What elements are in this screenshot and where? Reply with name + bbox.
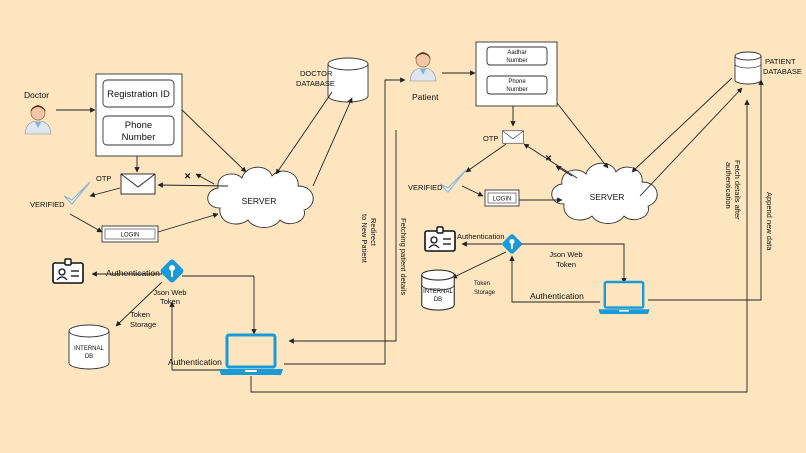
right-token-storage-line1: Token [474,281,490,287]
right-verified-check-icon [439,169,467,193]
right-token-storage-line2: Storage [474,290,496,296]
left-reject-x-icon: ✕ [184,171,191,181]
server-to-doctor-db-arrow [275,91,333,175]
doctor-phone-label-line2: Number [122,132,156,143]
patient-database-line1: PATIENT [765,57,796,66]
middle-connectors: Redirect to New Patient Fetching patient… [250,77,750,393]
patient-label: Patient [412,92,439,102]
append-data-label: Append new data [765,192,774,251]
otp-mail-icon [120,173,156,195]
redirect-to-patient-arrow [284,77,406,365]
doctor-database-label-line1: DOCTOR [300,69,333,78]
right-laptop-icon [597,280,651,316]
server-to-otp-arrow [157,182,229,188]
right-auth-top-label: Authentication [457,232,505,241]
right-verified-label: VERIFIED [408,183,443,192]
patient-form-to-server-arrow [556,102,609,169]
left-otp-label: OTP [96,174,111,183]
right-auth-card-icon [424,226,456,252]
left-jwt-label-line2: Token [160,297,180,306]
server-to-patient-otp-arrow [523,143,578,179]
server-reject-arrow [195,173,215,185]
right-jwt-line2: Token [556,260,576,269]
patient-section: Patient Aadhar Number Phone Number PATIE… [408,41,802,316]
aadhar-label-line2: Number [506,58,527,64]
right-server-label: SERVER [590,192,625,202]
left-key-icon [159,258,185,284]
server-to-patient-db-arrow [639,87,743,197]
right-server-reject-arrow [555,165,573,177]
patient-db-to-server-arrow [631,77,733,173]
left-token-storage-line1: Token [130,310,150,319]
patient-otp-to-verified-arrow [465,143,507,173]
right-key-to-storage-arrow [451,251,507,279]
registration-id-field [102,79,175,108]
patient-database-icon [734,51,762,85]
left-jwt-label-line1: Json Web [153,288,186,297]
left-auth-bottom-label: Authentication [168,357,222,367]
form-to-server-arrow [181,109,247,173]
doctor-section: Doctor Registration ID Phone Number DOCT… [24,57,369,377]
right-internal-db-line2: DB [434,297,442,303]
right-key-to-laptop-arrow [521,243,627,284]
right-reject-x-icon: ✕ [545,153,552,163]
left-key-to-storage-arrow [115,281,163,327]
left-internal-db-line2: DB [85,354,93,360]
registration-id-label: Registration ID [107,89,170,100]
left-verified-check-icon [63,181,91,205]
verified-to-login-arrow [69,213,103,233]
otp-to-verified-arrow [89,187,121,198]
left-login-label: LOGIN [121,233,140,239]
left-auth-top-label: Authentication [106,268,160,278]
fetch-details-line1: Fetch details after [733,160,742,220]
doctor-label: Doctor [24,90,49,100]
right-jwt-line1: Json Web [549,250,582,259]
patient-phone-line2: Number [506,87,527,93]
aadhar-number-field [486,46,548,66]
fetching-label: Fetching patient details [399,218,408,295]
doctor-phone-field [102,115,175,146]
server-to-doctor-db-return-arrow [312,97,353,187]
patient-database-line2: DATABASE [763,67,802,76]
left-server-label: SERVER [242,196,277,206]
doctor-phone-label-line1: Phone [125,120,152,131]
aadhar-label-line1: Aadhar [507,50,526,56]
fetch-patient-details-arrow [288,130,397,344]
redirect-label-line2: to New Patient [360,214,369,264]
right-laptop-to-key-arrow [509,255,600,303]
right-internal-db-line1: INTERNAL [423,289,453,295]
left-auth-card-icon [52,258,84,284]
patient-phone-line1: Phone [508,79,526,85]
left-laptop-to-patient-db-arrow [250,99,750,393]
right-laptop-to-patient-db-arrow [648,79,764,301]
login-to-server-arrow [157,212,219,233]
right-login-label: LOGIN [493,197,512,203]
right-auth-bottom-label: Authentication [530,291,584,301]
left-verified-label: VERIFIED [30,200,65,209]
right-otp-label: OTP [483,134,498,143]
patient-icon [409,51,437,82]
left-laptop-icon [217,333,285,377]
redirect-label-line1: Redirect [369,218,378,247]
doctor-icon [24,104,52,135]
right-otp-mail-icon [502,130,524,144]
doctor-database-label-line2: DATABASE [296,79,335,88]
fetch-details-line2: authentication [724,162,733,209]
left-token-storage-line2: Storage [130,320,156,329]
left-internal-db-line1: INTERNAL [74,346,104,352]
patient-phone-field [486,75,548,95]
verified-to-patient-login-arrow [461,185,484,197]
